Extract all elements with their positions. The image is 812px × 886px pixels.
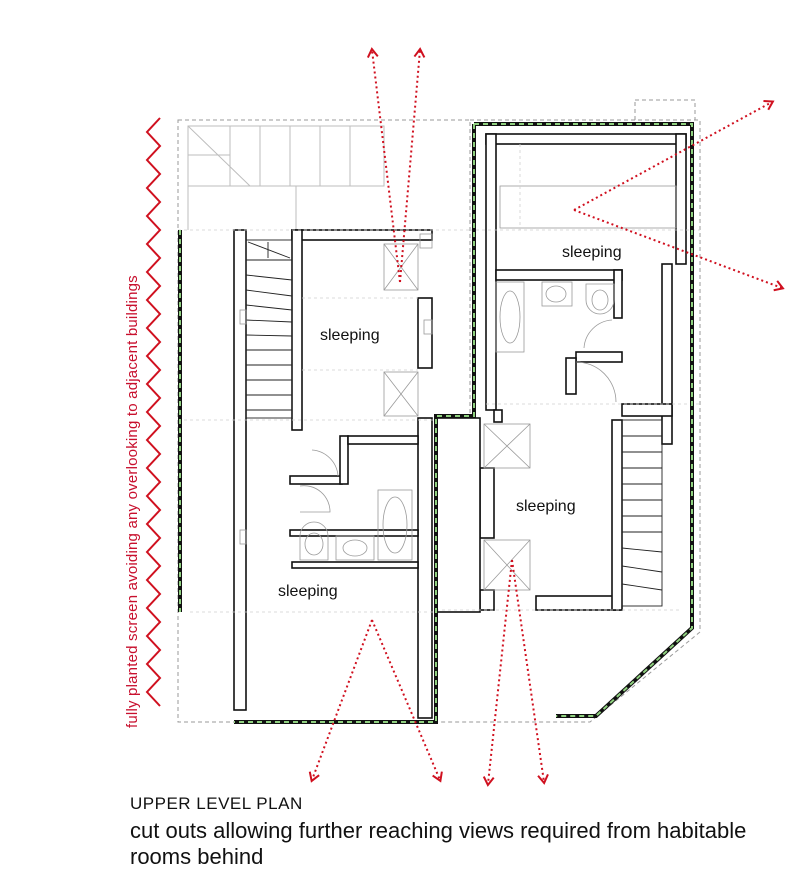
left-grid-lines xyxy=(178,229,470,613)
view-arrow xyxy=(366,47,401,283)
view-arrow xyxy=(308,619,373,783)
room-label-sleeping-left-lower: sleeping xyxy=(278,583,338,600)
room-label-sleeping-right-upper: sleeping xyxy=(562,244,622,261)
view-arrow xyxy=(371,619,443,783)
view-arrow xyxy=(573,99,775,211)
left-block-walls xyxy=(233,229,433,719)
right-fixtures xyxy=(483,185,677,591)
left-stair xyxy=(245,239,293,419)
floor-plan: sleeping sleeping sleeping sleeping full… xyxy=(124,47,785,787)
plan-title: UPPER LEVEL PLAN xyxy=(130,794,303,813)
room-label-sleeping-right-lower: sleeping xyxy=(516,498,576,515)
planted-screen-zigzag xyxy=(145,117,162,707)
external-stair xyxy=(187,125,385,230)
planted-screen-label: fully planted screen avoiding any overlo… xyxy=(124,275,141,728)
view-arrow xyxy=(399,47,426,283)
view-arrows xyxy=(308,47,785,787)
right-grid-lines xyxy=(436,144,700,611)
right-stair xyxy=(621,419,663,607)
right-block-walls xyxy=(435,133,687,613)
plan-description: cut outs allowing further reaching views… xyxy=(130,818,747,869)
view-arrow xyxy=(573,209,785,292)
left-fixtures xyxy=(239,233,433,561)
view-arrow xyxy=(511,559,549,785)
room-label-sleeping-left-upper: sleeping xyxy=(320,327,380,344)
planted-screen xyxy=(178,122,694,724)
